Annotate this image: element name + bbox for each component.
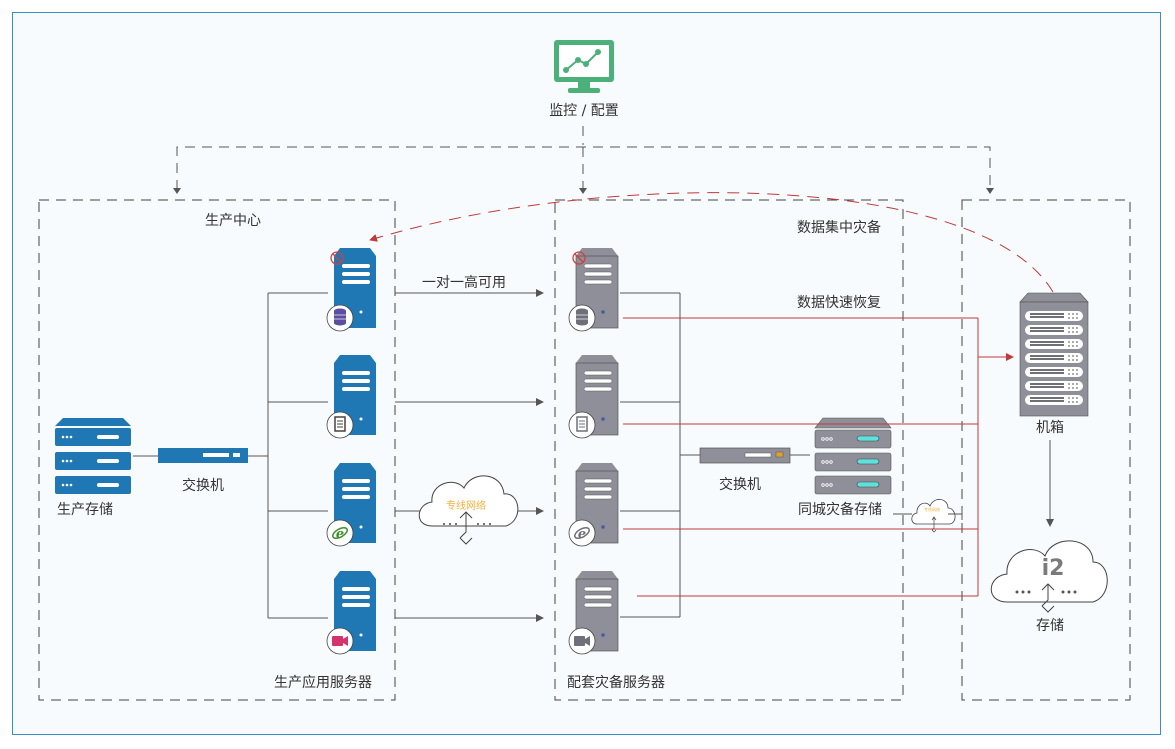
chassis-label: 机箱 (1036, 420, 1064, 436)
backup-server-icon (568, 354, 619, 439)
backup-server-icon (568, 570, 619, 655)
monitor-icon (554, 40, 614, 93)
backup-server-icon (568, 247, 619, 332)
production-server-icon (326, 355, 376, 439)
blocked-icon (330, 251, 344, 265)
svg-text:e: e (336, 527, 344, 542)
fast-recovery-links (623, 317, 1014, 597)
ha-links (395, 289, 544, 622)
video-camera-icon (574, 636, 590, 646)
production-center-title: 生产中心 (205, 213, 261, 229)
production-bus (267, 292, 328, 619)
city-backup-storage-icon (814, 417, 892, 495)
ie-browser-icon: e (332, 526, 348, 542)
ie-browser-icon: e (574, 526, 590, 542)
remote-zone (961, 199, 1131, 701)
backup-switch-icon (699, 447, 791, 464)
production-switch-label: 交换机 (182, 478, 224, 494)
private-network-cloud-icon (418, 475, 519, 545)
production-storage-icon (55, 418, 131, 494)
private-network-label: 专线网络 (446, 501, 486, 512)
backup-center-zone (554, 199, 904, 701)
chassis-icon (1019, 292, 1089, 417)
control-arrowheads (173, 188, 994, 194)
production-center-zone (38, 199, 396, 701)
small-private-network-cloud-icon (911, 499, 956, 533)
production-server-icon (326, 248, 376, 332)
fast-recovery-label: 数据快速恢复 (797, 295, 881, 311)
production-storage-label: 生产存储 (57, 502, 113, 518)
monitor-label: 监控 / 配置 (549, 103, 619, 119)
video-camera-icon (332, 636, 348, 646)
city-backup-storage-label: 同城灾备存储 (798, 502, 882, 518)
backup-center-title: 数据集中灾备 (797, 220, 881, 236)
i2-cloud-storage-icon (990, 540, 1108, 613)
backup-servers-label: 配套灾备服务器 (567, 675, 665, 691)
backup-switch-label: 交换机 (719, 477, 761, 493)
backup-server-icon: e (568, 462, 619, 547)
backup-bus (620, 292, 810, 618)
production-server-icon: e (326, 463, 376, 547)
svg-text:e: e (578, 527, 586, 542)
blocked-icon (572, 251, 586, 265)
production-servers-label: 生产应用服务器 (274, 675, 372, 691)
document-icon (576, 416, 588, 432)
database-icon (334, 308, 346, 326)
cloud-storage-label: 存储 (1036, 618, 1064, 634)
ha-link-label: 一对一高可用 (422, 275, 506, 291)
small-private-network-label: 专线网络 (924, 507, 940, 512)
database-icon (576, 308, 588, 326)
centralized-backup-arc (369, 192, 1054, 293)
document-icon (334, 416, 346, 432)
control-connectors (176, 126, 991, 190)
i2-brand-text: i2 (1041, 556, 1065, 581)
production-server-icon (326, 571, 376, 655)
production-switch-icon (158, 448, 248, 463)
